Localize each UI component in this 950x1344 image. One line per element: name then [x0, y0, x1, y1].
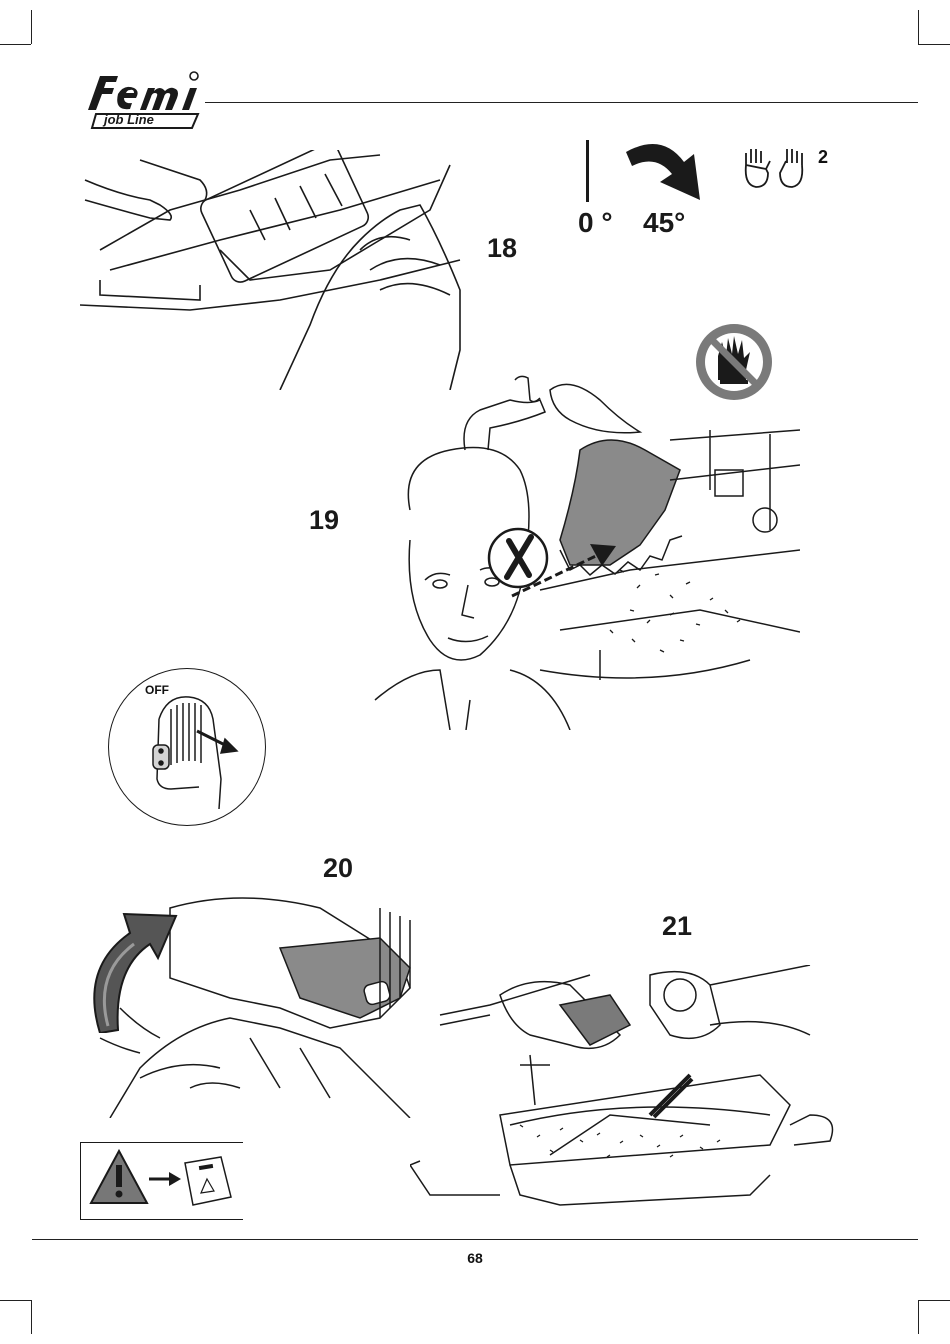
bevel-zero-line: [586, 140, 589, 202]
switch-detail-circle: OFF: [108, 668, 266, 826]
switch-off-label: OFF: [145, 683, 169, 697]
hands-count: 2: [818, 147, 828, 168]
bevel-angle-start: 0 °: [578, 207, 613, 239]
crop-mark-bl-h: [0, 1300, 31, 1301]
step-18-number: 18: [487, 233, 517, 264]
crop-mark-tl-h: [0, 44, 31, 45]
header-rule: [205, 102, 918, 103]
crop-mark-tr-v: [918, 10, 919, 44]
step-21-illustration: [410, 965, 840, 1215]
crop-mark-tr-h: [918, 44, 950, 45]
step-21-number: 21: [662, 911, 692, 942]
step-20-number: 20: [323, 853, 353, 884]
rotate-arrow-icon: [622, 132, 712, 202]
crop-mark-bl-v: [31, 1300, 32, 1334]
crop-mark-br-v: [918, 1300, 919, 1334]
step-19-number: 19: [309, 505, 339, 536]
blade-direction-arrow: [510, 540, 620, 600]
brand-logo: job Line: [78, 68, 203, 132]
logo-subline: job Line: [104, 112, 154, 127]
crop-mark-tl-v: [31, 10, 32, 44]
manual-booklet-icon: [185, 1157, 231, 1205]
warning-triangle-icon: [91, 1151, 147, 1203]
crop-mark-br-h: [918, 1300, 950, 1301]
page-number: 68: [0, 1250, 950, 1266]
manual-warning-box: [80, 1142, 243, 1220]
step-18-illustration: [80, 150, 470, 390]
two-hands-icon: [742, 145, 817, 190]
footer-rule: [32, 1239, 918, 1240]
rotate-arrow-icon: [80, 898, 192, 1033]
bevel-angle-end: 45°: [643, 207, 685, 239]
